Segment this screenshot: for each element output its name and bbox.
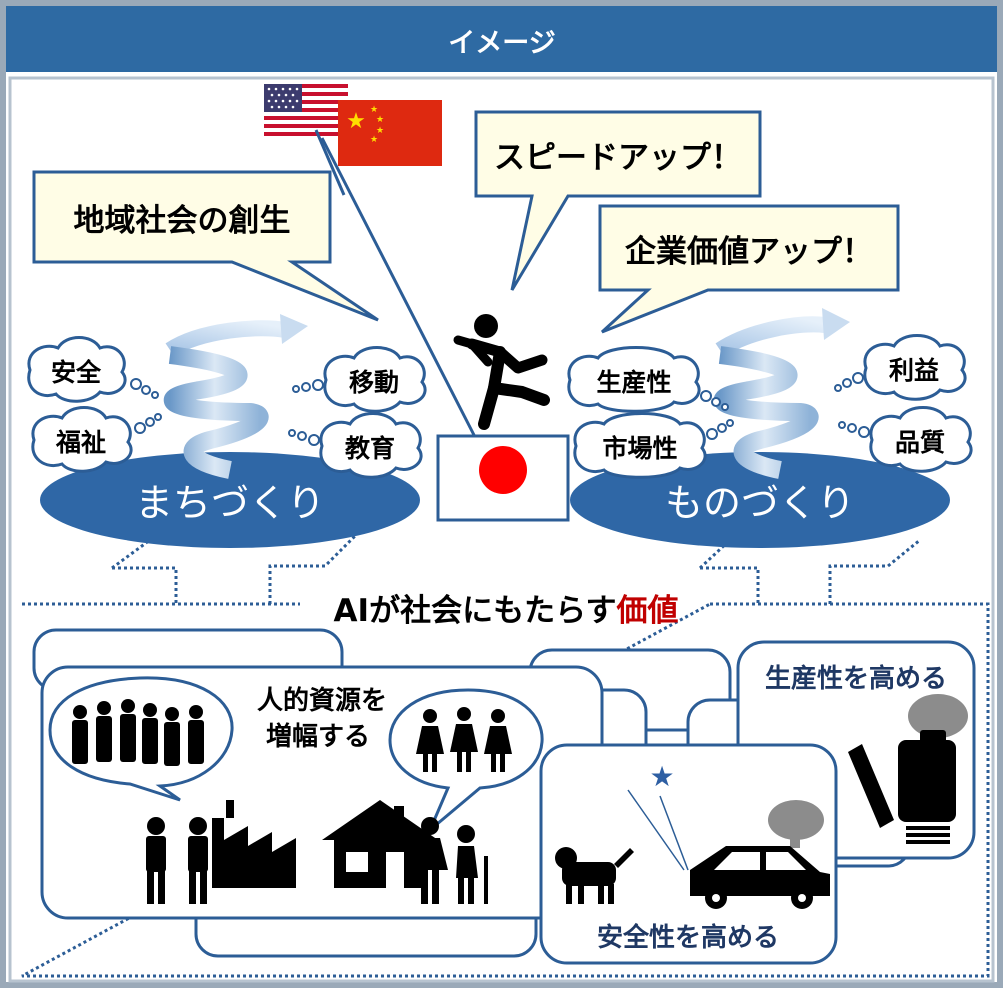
- cloud-hinshitsu: 品質: [838, 406, 973, 473]
- cloud-seisansei-text: 生産性: [596, 368, 671, 397]
- cloud-kyouiku-text: 教育: [345, 434, 395, 463]
- car-icon: [690, 846, 830, 909]
- left-speech-bubble: [32, 170, 379, 322]
- mono-label: ものづくり: [665, 481, 855, 525]
- cloud-fukushi: 福祉: [31, 406, 162, 473]
- inner-frame: [8, 76, 995, 983]
- cloud-fukushi-text: 福祉: [55, 428, 106, 457]
- cloud-seisansei: 生産性: [567, 346, 729, 413]
- family-icon: [416, 707, 512, 772]
- cloud-shijousei: 市場性: [573, 412, 734, 479]
- cloud-anzen-text: 安全: [51, 358, 102, 387]
- runner-icon: [453, 314, 550, 430]
- svg-text:★: ★: [346, 109, 366, 134]
- mono-spiral-icon: [713, 308, 850, 479]
- cloud-anzen: 安全: [27, 336, 159, 403]
- human-card-line2: 増幅する: [266, 722, 370, 752]
- value-speech-bubble: [598, 204, 900, 334]
- robot-icon: [848, 730, 956, 844]
- cloud-rieki-text: 利益: [889, 356, 939, 385]
- productivity-label: 生産性を高める: [765, 663, 947, 694]
- ai-value-dotted-frame: [21, 602, 990, 978]
- car-brain-icon: [768, 800, 824, 848]
- header-title: イメージ: [448, 28, 555, 59]
- usa-flag: [264, 84, 348, 136]
- cloud-idou: 移動: [292, 346, 427, 413]
- workers-bubble: [48, 676, 234, 802]
- workers-icon: [146, 817, 208, 904]
- human-card-line1: 人的資源を: [257, 685, 387, 716]
- safety-card: [539, 743, 838, 965]
- factory-icon: [212, 800, 296, 888]
- ai-value-title: AIが社会にもたらす価値: [334, 593, 679, 629]
- star-icon: ★: [649, 760, 674, 793]
- ai-value-prefix: AIが社会にもたらす: [334, 593, 617, 629]
- cloud-idou-text: 移動: [349, 368, 399, 397]
- svg-text:★: ★: [370, 135, 378, 145]
- speed-speech-bubble: [474, 110, 762, 291]
- svg-text:★: ★: [376, 115, 384, 125]
- flag-pole-2: [314, 129, 346, 196]
- left-speech-text: 地域社会の創生: [74, 203, 291, 239]
- signal-lines: [627, 789, 689, 871]
- cloud-hinshitsu-text: 品質: [895, 428, 945, 457]
- elderly-icon: [412, 817, 488, 904]
- machi-ellipse: [40, 452, 420, 548]
- cloud-rieki: 利益: [834, 334, 967, 401]
- dog-icon: [555, 847, 634, 904]
- speed-speech-text: スピードアップ！: [494, 140, 742, 176]
- svg-text:★: ★: [376, 126, 384, 136]
- machi-spiral-icon: [163, 314, 308, 479]
- header-bar: [6, 6, 997, 72]
- china-flag: ★ ★ ★ ★ ★: [338, 100, 442, 166]
- value-speech-text: 企業価値アップ！: [625, 234, 873, 270]
- svg-text:★: ★: [370, 105, 378, 115]
- ai-value-highlight: 価値: [615, 593, 678, 629]
- safety-label: 安全性を高める: [597, 922, 779, 953]
- people-group-icon: [72, 699, 204, 766]
- cloud-shijousei-text: 市場性: [602, 434, 677, 463]
- dotted-connectors: [111, 534, 921, 604]
- cloud-kyouiku: 教育: [288, 412, 423, 479]
- flag-pole: [320, 137, 477, 438]
- japan-flag: [436, 434, 570, 522]
- machi-label: まちづくり: [135, 481, 325, 525]
- house-icon: [322, 800, 438, 888]
